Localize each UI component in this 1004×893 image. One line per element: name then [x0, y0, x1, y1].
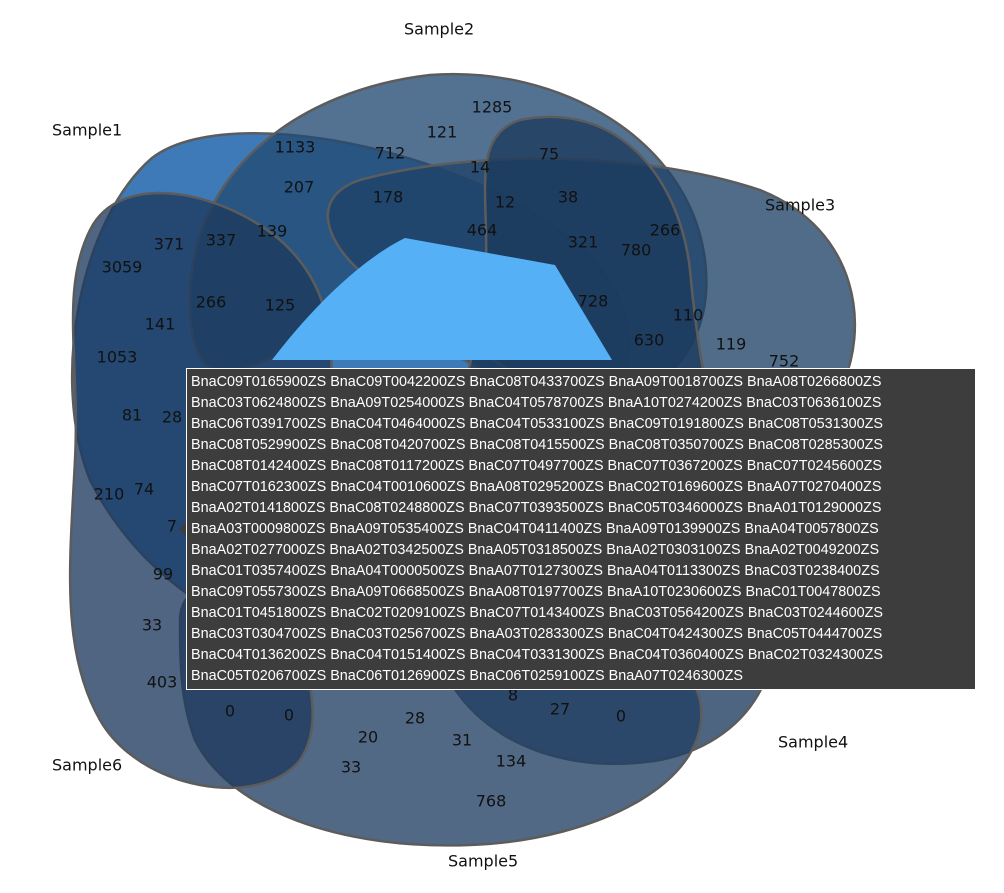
region-count: 28: [162, 408, 182, 427]
region-count: 20: [358, 728, 378, 747]
region-count: 752: [769, 352, 800, 371]
region-count: 31: [452, 731, 472, 750]
region-count: 14: [470, 158, 490, 177]
gene-list-row: BnaC03T0624800ZS BnaA09T0254000ZS BnaC04…: [191, 395, 882, 411]
gene-list-row: BnaC09T0557300ZS BnaA09T0668500ZS BnaA08…: [191, 584, 881, 600]
region-count: 28: [405, 709, 425, 728]
gene-list-row: BnaC08T0142400ZS BnaC08T0117200ZS BnaC07…: [191, 458, 882, 474]
region-count: 337: [206, 231, 237, 250]
set-label-sample3: Sample3: [765, 196, 835, 215]
set-label-sample1: Sample1: [52, 121, 122, 140]
region-count: 1053: [97, 348, 138, 367]
region-count: 0: [284, 706, 294, 725]
region-count: 371: [154, 235, 185, 254]
gene-list-row: BnaC01T0357400ZS BnaA04T0000500ZS BnaA07…: [191, 563, 880, 579]
region-count: 1285: [472, 98, 513, 117]
gene-list-row: BnaC01T0451800ZS BnaC02T0209100ZS BnaC07…: [191, 605, 884, 621]
region-count: 266: [196, 293, 227, 312]
region-count: 12: [495, 193, 515, 212]
region-count: 3059: [102, 258, 143, 277]
gene-list-row: BnaC07T0162300ZS BnaC04T0010600ZS BnaA08…: [191, 479, 882, 495]
region-count: 464: [467, 221, 498, 240]
region-count: 74: [134, 480, 154, 499]
set-label-sample5: Sample5: [448, 852, 518, 871]
region-count: 7: [167, 517, 177, 536]
region-count: 33: [142, 616, 162, 635]
region-count: 38: [558, 188, 578, 207]
region-count: 0: [616, 707, 626, 726]
region-count: 33: [341, 758, 361, 777]
region-count: 780: [621, 241, 652, 260]
region-count: 81: [122, 406, 142, 425]
region-count: 207: [284, 178, 315, 197]
gene-list-row: BnaC04T0136200ZS BnaC04T0151400ZS BnaC04…: [191, 647, 884, 663]
region-count: 75: [539, 145, 559, 164]
gene-list-row: BnaC06T0391700ZS BnaC04T0464000ZS BnaC04…: [191, 416, 884, 432]
region-count: 27: [550, 700, 570, 719]
region-count: 110: [673, 306, 704, 325]
region-count: 139: [257, 222, 288, 241]
tooltip-arrow: [179, 521, 187, 537]
gene-list-row: BnaC03T0304700ZS BnaC03T0256700ZS BnaA03…: [191, 626, 883, 642]
gene-list-row: BnaA03T0009800ZS BnaA09T0535400ZS BnaC04…: [191, 521, 879, 537]
region-count: 712: [375, 144, 406, 163]
set-label-sample6: Sample6: [52, 756, 122, 775]
region-count: 141: [145, 315, 176, 334]
region-count: 119: [716, 335, 747, 354]
region-count: 134: [496, 752, 527, 771]
gene-list-row: BnaA02T0141800ZS BnaC08T0248800ZS BnaC07…: [191, 500, 882, 516]
region-count: 121: [427, 123, 458, 142]
region-count: 630: [634, 331, 665, 350]
gene-list-row: BnaC08T0529900ZS BnaC08T0420700ZS BnaC08…: [191, 437, 884, 453]
gene-list-tooltip: BnaC09T0165900ZS BnaC09T0042200ZS BnaC08…: [186, 368, 976, 690]
region-count: 210: [94, 485, 125, 504]
region-count: 403: [147, 673, 178, 692]
region-count: 266: [650, 221, 681, 240]
region-count: 8: [508, 686, 518, 705]
center-intersection-region[interactable]: [272, 238, 612, 360]
gene-list-row: BnaC09T0165900ZS BnaC09T0042200ZS BnaC08…: [191, 374, 882, 390]
region-count: 321: [568, 233, 599, 252]
set-label-sample2: Sample2: [404, 20, 474, 39]
gene-list-row: BnaC05T0206700ZS BnaC06T0126900ZS BnaC06…: [191, 668, 744, 684]
region-count: 178: [373, 188, 404, 207]
region-count: 0: [225, 702, 235, 721]
set-label-sample4: Sample4: [778, 733, 848, 752]
region-count: 1133: [275, 138, 316, 157]
region-count: 768: [476, 792, 507, 811]
region-count: 125: [265, 296, 296, 315]
gene-list-row: BnaA02T0277000ZS BnaA02T0342500ZS BnaA05…: [191, 542, 880, 558]
region-count: 99: [153, 565, 173, 584]
region-count: 728: [578, 292, 609, 311]
